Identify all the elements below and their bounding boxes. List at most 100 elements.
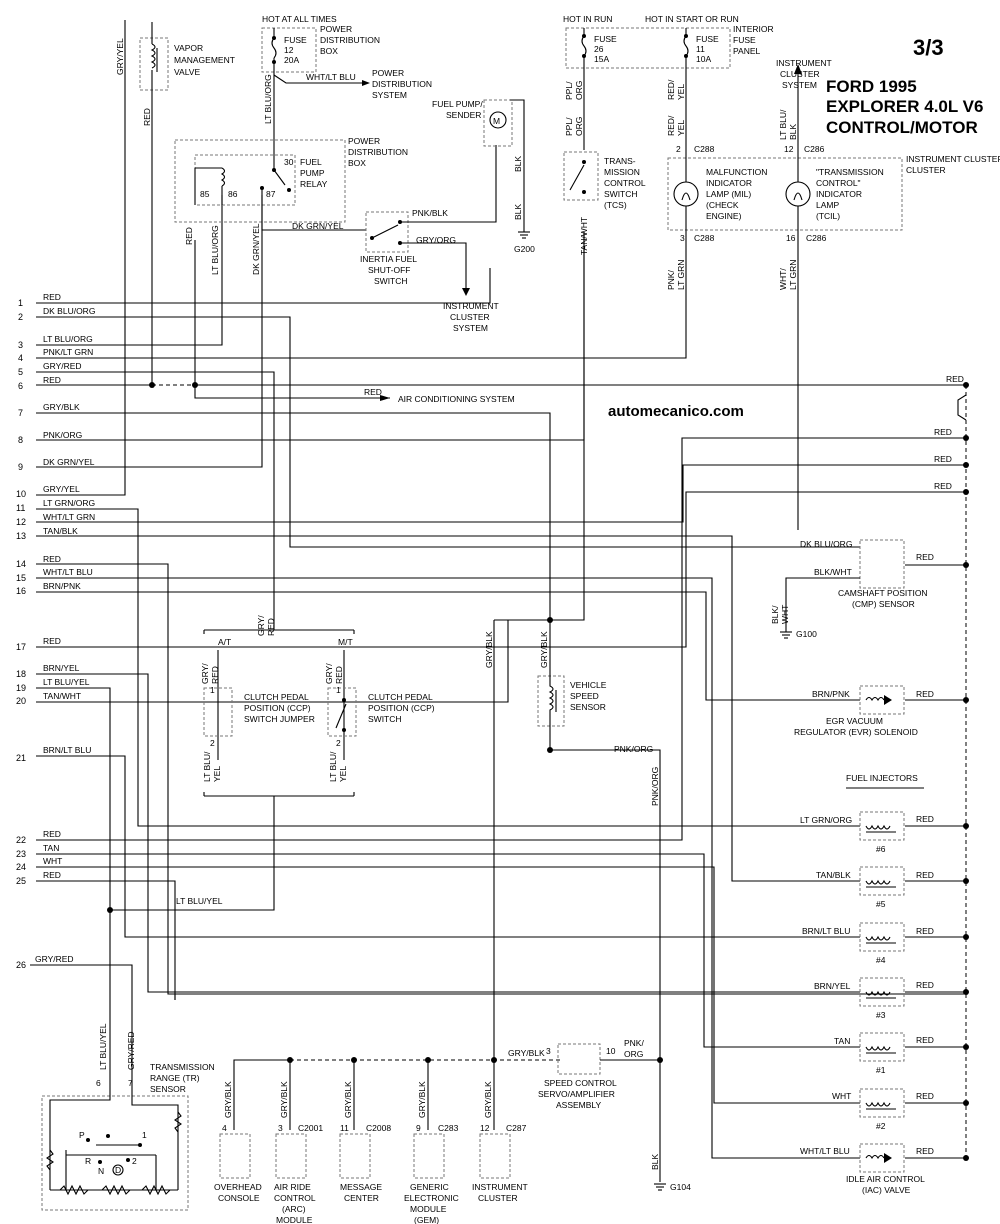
svg-text:GRY/RED: GRY/RED <box>126 1031 136 1070</box>
svg-text:PNK/: PNK/ <box>624 1038 644 1048</box>
svg-text:GRY/BLK: GRY/BLK <box>483 1081 493 1118</box>
svg-text:26: 26 <box>594 44 604 54</box>
svg-text:POSITION (CCP): POSITION (CCP) <box>244 703 311 713</box>
svg-text:(TCS): (TCS) <box>604 200 627 210</box>
svg-text:RED: RED <box>916 814 934 824</box>
svg-text:PANEL: PANEL <box>733 46 761 56</box>
svg-text:INDICATOR: INDICATOR <box>816 189 862 199</box>
svg-text:ELECTRONIC: ELECTRONIC <box>404 1193 459 1203</box>
svg-text:LT GRN/ORG: LT GRN/ORG <box>800 815 852 825</box>
svg-text:RED: RED <box>934 454 952 464</box>
svg-text:SWITCH: SWITCH <box>374 276 408 286</box>
svg-text:POWER: POWER <box>348 136 380 146</box>
svg-text:BRN/LT BLU: BRN/LT BLU <box>802 926 850 936</box>
svg-text:#2: #2 <box>876 1121 886 1131</box>
svg-text:FUEL PUMP/: FUEL PUMP/ <box>432 99 483 109</box>
svg-text:RED: RED <box>916 552 934 562</box>
svg-text:MISSION: MISSION <box>604 167 640 177</box>
svg-text:ASSEMBLY: ASSEMBLY <box>556 1100 602 1110</box>
pin-15: 15 <box>16 573 26 583</box>
left-wire-labels: RED DK BLU/ORG LT BLU/ORG PNK/LT GRN GRY… <box>35 292 95 964</box>
svg-text:RED: RED <box>916 870 934 880</box>
svg-text:DISTRIBUTION: DISTRIBUTION <box>320 35 380 45</box>
svg-text:TAN/WHT: TAN/WHT <box>579 217 589 255</box>
svg-text:CONTROL": CONTROL" <box>816 178 861 188</box>
title-line-2: EXPLORER 4.0L V6 <box>826 97 983 116</box>
svg-text:YEL: YEL <box>676 120 686 136</box>
fuel-pump-relay: POWER DISTRIBUTION BOX 30 85 86 87 FUEL … <box>174 136 408 275</box>
svg-text:RED: RED <box>934 427 952 437</box>
svg-text:M: M <box>493 116 500 126</box>
svg-text:GRY/: GRY/ <box>324 663 334 684</box>
wire-label: TAN/BLK <box>43 526 78 536</box>
svg-text:R: R <box>85 1156 91 1166</box>
svg-text:GRY/BLK: GRY/BLK <box>343 1081 353 1118</box>
svg-text:WHT: WHT <box>832 1091 851 1101</box>
svg-text:INSTRUMENT: INSTRUMENT <box>443 301 499 311</box>
svg-text:LT BLU/: LT BLU/ <box>328 751 338 782</box>
svg-text:(IAC) VALVE: (IAC) VALVE <box>862 1185 911 1195</box>
title-line-1: FORD 1995 <box>826 77 917 96</box>
pin-20: 20 <box>16 696 26 706</box>
svg-text:CLUTCH PEDAL: CLUTCH PEDAL <box>368 692 433 702</box>
svg-text:GRY/: GRY/ <box>200 663 210 684</box>
svg-text:LT BLU/YEL: LT BLU/YEL <box>176 896 223 906</box>
svg-text:7: 7 <box>128 1078 133 1088</box>
svg-text:DISTRIBUTION: DISTRIBUTION <box>348 147 408 157</box>
wire-label: WHT <box>43 856 62 866</box>
wire-label: LT BLU/YEL <box>43 677 90 687</box>
svg-text:2: 2 <box>676 144 681 154</box>
svg-text:12: 12 <box>284 45 294 55</box>
wire-label: RED <box>43 636 61 646</box>
svg-text:ORG: ORG <box>624 1049 643 1059</box>
harness-wires <box>30 20 966 1159</box>
svg-text:SWITCH: SWITCH <box>604 189 638 199</box>
wire-label: GRY/RED <box>43 361 82 371</box>
svg-text:C288: C288 <box>694 144 715 154</box>
svg-text:D: D <box>115 1165 121 1175</box>
svg-text:(CHECK: (CHECK <box>706 200 739 210</box>
svg-text:YEL: YEL <box>338 766 348 782</box>
svg-text:LAMP: LAMP <box>816 200 839 210</box>
svg-text:MALFUNCTION: MALFUNCTION <box>706 167 767 177</box>
svg-text:DK BLU/ORG: DK BLU/ORG <box>800 539 852 549</box>
svg-text:12: 12 <box>480 1123 490 1133</box>
svg-text:WHT: WHT <box>780 605 790 624</box>
wire-label: TAN/WHT <box>43 691 81 701</box>
svg-text:BOX: BOX <box>320 46 338 56</box>
pin-8: 8 <box>18 435 23 445</box>
pin-25: 25 <box>16 876 26 886</box>
svg-text:OVERHEAD: OVERHEAD <box>214 1182 262 1192</box>
pin-10: 10 <box>16 489 26 499</box>
svg-text:9: 9 <box>416 1123 421 1133</box>
pin-23: 23 <box>16 849 26 859</box>
svg-text:"TRANSMISSION: "TRANSMISSION <box>816 167 884 177</box>
svg-text:#4: #4 <box>876 955 886 965</box>
svg-text:6: 6 <box>96 1078 101 1088</box>
svg-text:CLUSTER: CLUSTER <box>478 1193 518 1203</box>
svg-text:GRY/YEL: GRY/YEL <box>115 38 125 75</box>
svg-text:RELAY: RELAY <box>300 179 328 189</box>
svg-text:12: 12 <box>784 144 794 154</box>
svg-text:P: P <box>79 1130 85 1140</box>
wire-label: WHT/LT GRN <box>43 512 95 522</box>
svg-text:CONTROL: CONTROL <box>604 178 646 188</box>
svg-text:DK GRN/YEL: DK GRN/YEL <box>292 221 344 231</box>
wire-label: PNK/LT GRN <box>43 347 93 357</box>
svg-text:GRY/BLK: GRY/BLK <box>508 1048 545 1058</box>
svg-text:ENGINE): ENGINE) <box>706 211 742 221</box>
svg-text:3: 3 <box>546 1046 551 1056</box>
pin-16: 16 <box>16 586 26 596</box>
svg-text:LT BLU/: LT BLU/ <box>778 109 788 140</box>
svg-text:G104: G104 <box>670 1182 691 1192</box>
svg-text:TAN: TAN <box>834 1036 850 1046</box>
transmission-control-switch: TRANS- MISSION CONTROL SWITCH (TCS) TAN/… <box>563 151 646 255</box>
bottom-modules: GRY/BLK 3 10 PNK/ ORG SPEED CONTROL SERV… <box>214 1038 691 1224</box>
svg-text:LT BLU/ORG: LT BLU/ORG <box>263 74 273 124</box>
svg-text:G200: G200 <box>514 244 535 254</box>
pin-4: 4 <box>18 353 23 363</box>
svg-text:TRANS-: TRANS- <box>604 156 636 166</box>
svg-text:TRANSMISSION: TRANSMISSION <box>150 1062 215 1072</box>
svg-text:2: 2 <box>132 1156 137 1166</box>
svg-text:INDICATOR: INDICATOR <box>706 178 752 188</box>
